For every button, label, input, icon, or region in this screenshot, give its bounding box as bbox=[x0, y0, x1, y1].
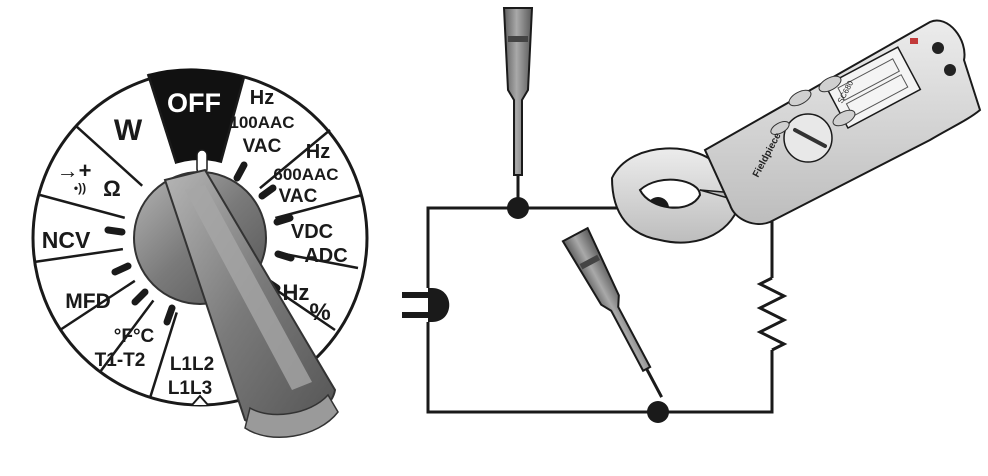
clamp-meter: Fieldpiece SC680 bbox=[610, 19, 982, 244]
dial-label-hz-pct-hz: Hz bbox=[283, 280, 310, 305]
node-top-probe bbox=[507, 197, 529, 219]
clamp-jaw bbox=[610, 147, 742, 244]
dial-label-100aac: 100AAC bbox=[229, 113, 294, 132]
meter-buttons[interactable] bbox=[769, 73, 858, 137]
meter-jacks bbox=[910, 38, 956, 76]
dial-label-vdc: VDC bbox=[291, 221, 333, 243]
off-sector bbox=[148, 68, 244, 238]
dial-label-phase-l1l3: L1L3 bbox=[168, 378, 212, 399]
dial-label-temperature-units: °F°C bbox=[114, 326, 155, 347]
meter-display bbox=[824, 46, 922, 129]
dial-label-vac-100: VAC bbox=[243, 136, 282, 157]
dial-label-phase-l1l2: L1L2 bbox=[170, 354, 214, 375]
continuity-icon: •)) bbox=[74, 181, 86, 195]
selector-knob[interactable] bbox=[133, 168, 339, 439]
dial-label-hz-100: Hz bbox=[250, 87, 274, 109]
dial-label-mfd: MFD bbox=[65, 290, 111, 313]
diode-icon: →+ bbox=[57, 158, 92, 183]
rotary-dial: OFF W →+ •)) Ω NCV MFD °F°C T1-T2 L1L2 L… bbox=[31, 68, 369, 439]
dial-label-ncv: NCV bbox=[42, 227, 91, 253]
dial-label-watts: W bbox=[114, 114, 143, 147]
node-bottom-probe bbox=[647, 401, 669, 423]
circuit-wires bbox=[426, 206, 774, 414]
test-probe-top bbox=[502, 7, 534, 205]
dial-label-ohm: Ω bbox=[103, 176, 121, 201]
plug-icon bbox=[402, 288, 450, 322]
dial-label-vac-600: VAC bbox=[279, 186, 318, 207]
dial-notch bbox=[191, 394, 209, 406]
dial-label-temperature-diff: T1-T2 bbox=[95, 350, 146, 371]
dial-label-600aac: 600AAC bbox=[273, 165, 338, 184]
dial-label-hz-pct-pct: % bbox=[309, 299, 330, 326]
dial-label-off: OFF bbox=[167, 88, 221, 118]
dial-label-hz-600: Hz bbox=[306, 141, 330, 163]
circuit-diagram bbox=[402, 7, 788, 423]
test-probe-diagonal bbox=[561, 226, 663, 398]
resistor-icon bbox=[756, 276, 788, 352]
dial-label-adc: ADC bbox=[304, 245, 347, 267]
